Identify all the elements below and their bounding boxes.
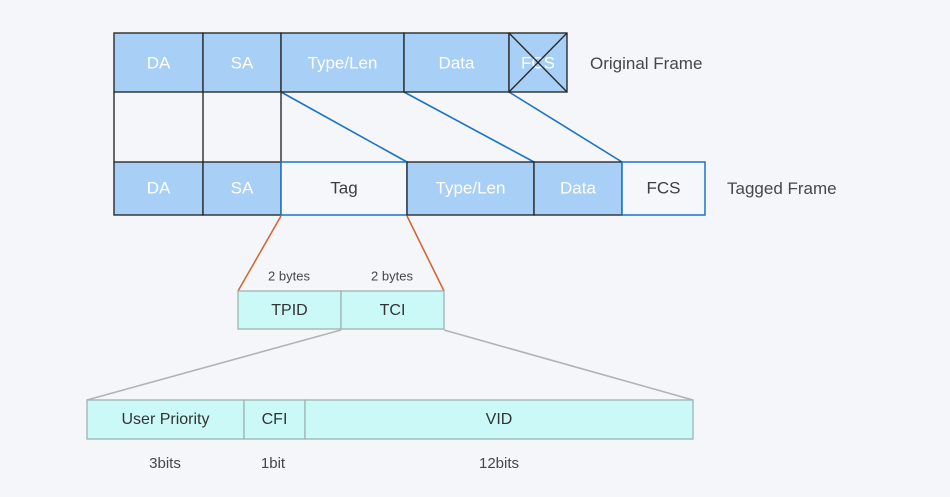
tci-field-cfi[interactable]: CFI: [243, 399, 306, 440]
tagged-field-sa-label: SA: [231, 178, 254, 197]
tci-field-vid[interactable]: VID: [304, 399, 694, 440]
tci-detail-group: User Priority CFI VID 3bits 1bit 12bits: [86, 399, 694, 472]
tag-detail-field-tpid[interactable]: TPID: [237, 290, 342, 330]
tagged-field-typelen[interactable]: Type/Len: [406, 161, 535, 216]
tagged-field-fcs[interactable]: FCS: [621, 161, 706, 216]
frame-mapping-connectors: [280, 91, 623, 163]
original-field-typelen-label: Type/Len: [308, 53, 378, 72]
original-field-da[interactable]: DA: [113, 32, 204, 93]
connector-data: [403, 91, 535, 163]
tagged-frame-label: Tagged Frame: [727, 179, 837, 198]
tci-field-user-priority-label: User Priority: [121, 411, 209, 428]
original-field-fcs[interactable]: FCS: [508, 32, 568, 93]
tci-field-vid-label: VID: [486, 411, 513, 428]
tagged-field-typelen-label: Type/Len: [436, 178, 506, 197]
original-field-typelen[interactable]: Type/Len: [280, 32, 405, 93]
tagged-field-tag[interactable]: Tag: [280, 161, 408, 216]
cross-out-icon: [508, 32, 568, 93]
tag-detail-field-tci-label: TCI: [380, 302, 406, 319]
tag-detail-field-tpid-label: TPID: [271, 302, 307, 319]
original-field-da-label: DA: [147, 53, 171, 72]
original-frame-group: DA SA Type/Len Data FCS: [113, 32, 702, 93]
tci-field-user-priority-size: 3bits: [149, 455, 181, 472]
tpid-size-label: 2 bytes: [268, 268, 310, 283]
connector-tag-left: [237, 215, 282, 292]
tag-detail-group: 2 bytes 2 bytes TPID TCI: [237, 268, 445, 330]
tagged-field-tag-label: Tag: [330, 178, 357, 197]
tag-detail-field-tci[interactable]: TCI: [340, 290, 445, 330]
original-field-sa-label: SA: [231, 53, 254, 72]
original-field-sa[interactable]: SA: [202, 32, 282, 93]
tagged-field-da[interactable]: DA: [113, 161, 204, 216]
connector-typelen: [280, 91, 408, 163]
original-field-data[interactable]: Data: [403, 32, 510, 93]
tagged-field-fcs-label: FCS: [647, 178, 681, 197]
tci-size-label: 2 bytes: [371, 268, 413, 283]
connector-fcs: [508, 91, 623, 163]
tagged-field-sa[interactable]: SA: [202, 161, 282, 216]
tci-expand-connectors: [86, 329, 694, 401]
original-frame-label: Original Frame: [590, 54, 702, 73]
tag-expand-connectors: [237, 215, 445, 292]
original-field-data-label: Data: [439, 53, 475, 72]
tagged-field-data-label: Data: [560, 178, 596, 197]
tci-field-user-priority[interactable]: User Priority: [86, 399, 245, 440]
tagged-frame-group: DA SA Tag Type/Len Data: [113, 161, 837, 216]
connector-tci-left: [86, 329, 342, 401]
tci-field-vid-size: 12bits: [479, 455, 519, 472]
connector-tci-right: [443, 329, 694, 401]
tci-field-cfi-label: CFI: [262, 411, 288, 428]
tagged-field-da-label: DA: [147, 178, 171, 197]
tagged-field-data[interactable]: Data: [533, 161, 623, 216]
connector-tag-right: [406, 215, 445, 292]
gap-guide-boxes: [113, 92, 282, 162]
tci-field-cfi-size: 1bit: [261, 455, 286, 472]
